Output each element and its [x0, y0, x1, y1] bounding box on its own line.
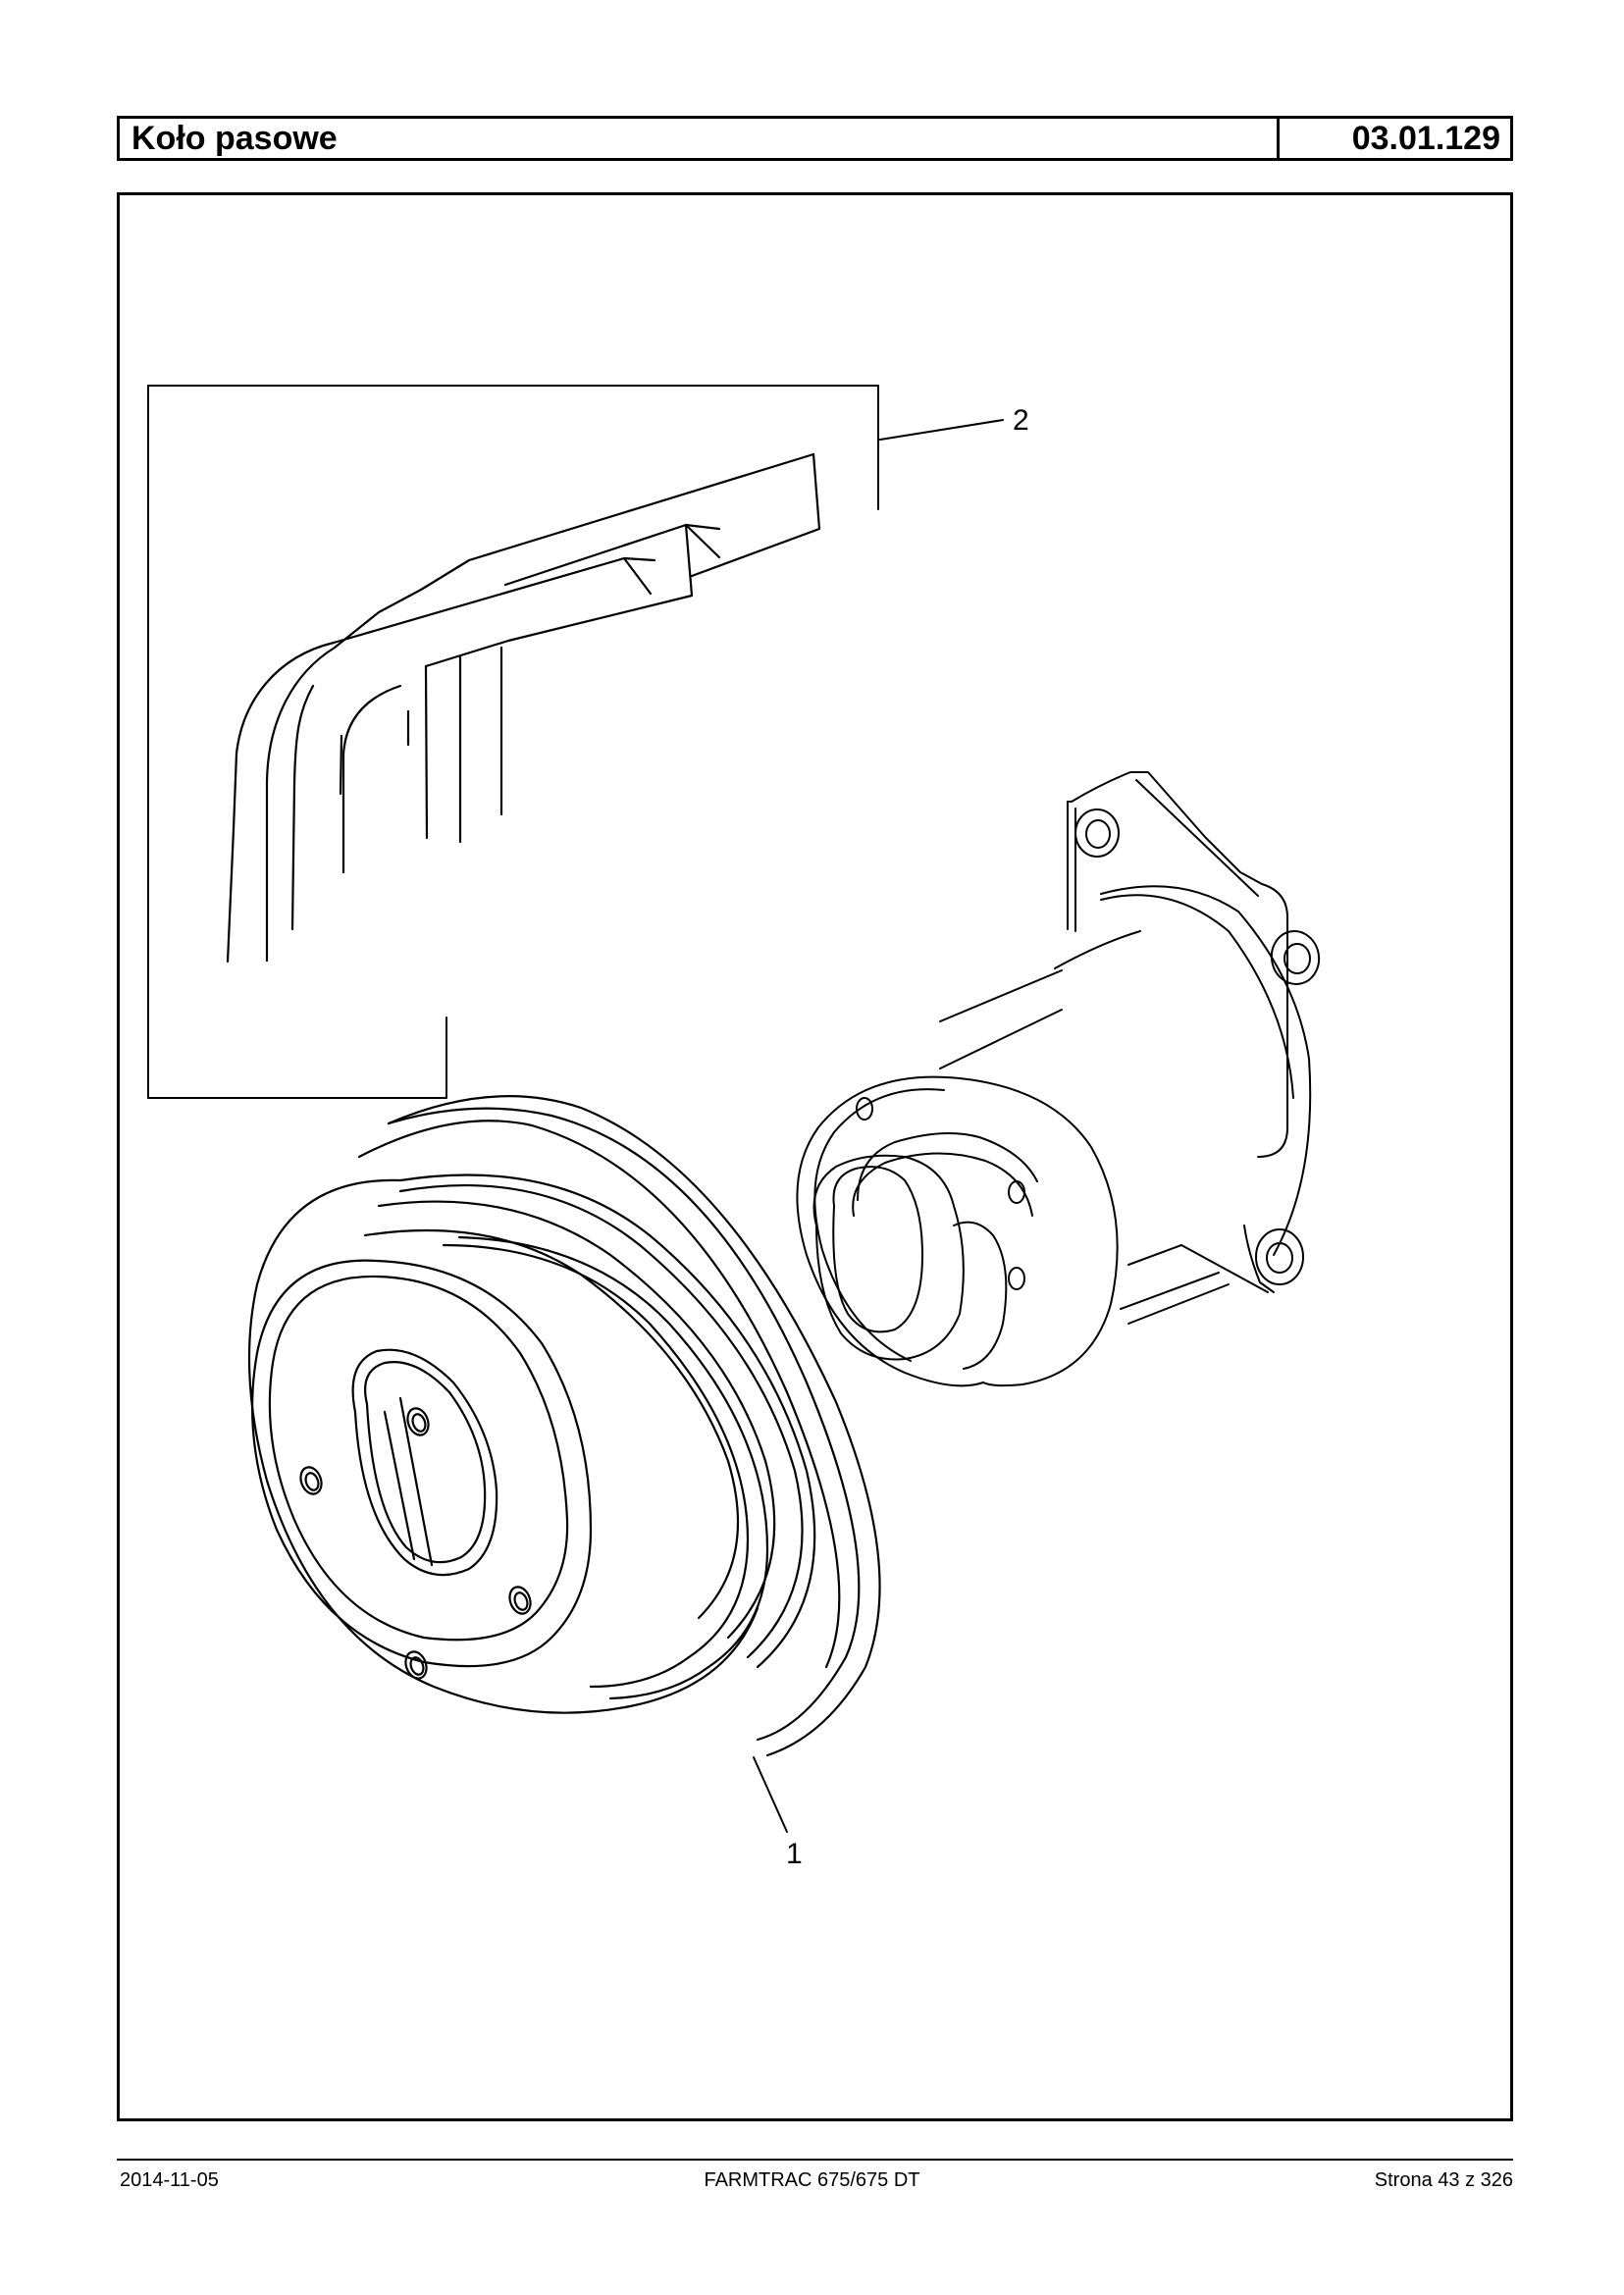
drawing-frame: 2 — [117, 192, 1513, 2121]
callout-1: 1 — [786, 1838, 803, 1870]
callout-2: 2 — [1013, 404, 1029, 437]
v-belt — [226, 452, 821, 964]
section-code: 03.01.129 — [1351, 120, 1500, 157]
footer-date: 2014-11-05 — [120, 2169, 219, 2191]
footer-divider — [117, 2159, 1513, 2161]
footer-model: FARMTRAC 675/675 DT — [704, 2169, 920, 2191]
page-title: Koło pasowe — [120, 119, 1280, 158]
belt-pulley — [247, 1095, 881, 1757]
belt-bracket — [147, 385, 879, 1099]
parts-drawing: 2 — [147, 385, 1321, 1870]
footer-page-number: Strona 43 z 326 — [1374, 2169, 1513, 2191]
page-header: Koło pasowe 03.01.129 — [117, 116, 1513, 161]
water-pump-housing — [796, 771, 1321, 1387]
